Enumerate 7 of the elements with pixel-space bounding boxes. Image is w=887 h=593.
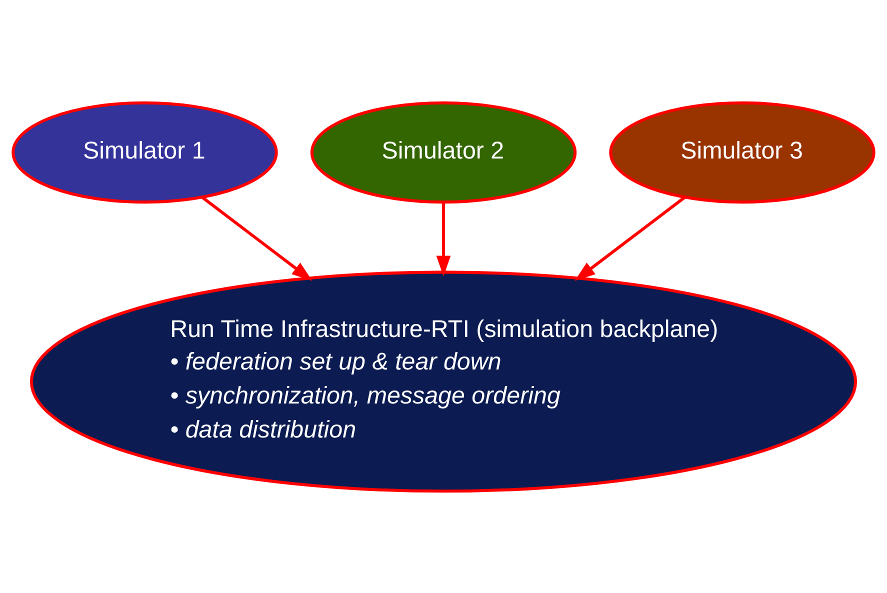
node-ellipse: Simulator 1 xyxy=(12,100,278,204)
node-ellipse: Simulator 3 xyxy=(609,100,876,204)
arrow xyxy=(436,202,451,276)
node-ellipse: Simulator 2 xyxy=(310,100,577,204)
arrow xyxy=(574,196,686,280)
arrow xyxy=(201,196,312,280)
node-ellipse: Run Time Infrastructure-RTI (simulation backplane) • federation set up & tear down • synchronization, message ordering • data distribution xyxy=(30,270,858,492)
